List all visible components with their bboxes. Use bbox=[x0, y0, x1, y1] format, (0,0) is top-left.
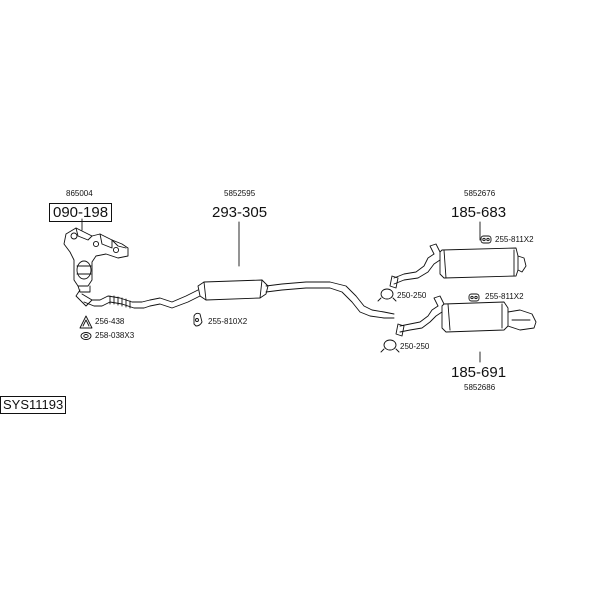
clamp-lower-label[interactable]: 250-250 bbox=[400, 342, 430, 351]
manifold-part-number[interactable]: 090-198 bbox=[49, 203, 113, 222]
ring-front-label[interactable]: 256-438 bbox=[95, 317, 125, 326]
rear-muffler-upper-part-number[interactable]: 185-683 bbox=[451, 204, 507, 221]
flex-pipe-drawing bbox=[75, 289, 201, 309]
rear-muffler-upper-ref: 5852676 bbox=[464, 189, 496, 198]
clamp-upper-icon bbox=[377, 288, 397, 302]
seal-front-icon bbox=[80, 332, 92, 340]
ring-front-icon bbox=[79, 315, 93, 329]
exhaust-manifold-drawing bbox=[63, 227, 129, 293]
clamp-upper-label[interactable]: 250-250 bbox=[397, 291, 427, 300]
front-pipe-ref: 5852595 bbox=[224, 189, 256, 198]
rear-muffler-lower-ref: 5852686 bbox=[464, 383, 496, 392]
rear-muffler-lower-drawing bbox=[395, 295, 537, 337]
front-pipe-drawing bbox=[197, 279, 395, 319]
hanger-upper-label[interactable]: 255-811X2 bbox=[495, 235, 534, 244]
hanger-lower-icon bbox=[468, 293, 480, 302]
manifold-ref: 865004 bbox=[66, 189, 93, 198]
hanger-lower-label[interactable]: 255-811X2 bbox=[485, 292, 524, 301]
seal-front-label[interactable]: 258-038X3 bbox=[95, 331, 135, 340]
hanger-upper-icon bbox=[480, 235, 492, 244]
hanger-front-label[interactable]: 255-810X2 bbox=[208, 317, 248, 326]
rear-muffler-upper-drawing bbox=[389, 243, 527, 289]
system-code-badge: SYS11193 bbox=[0, 396, 67, 415]
hanger-front-icon bbox=[193, 312, 203, 327]
front-pipe-part-number[interactable]: 293-305 bbox=[212, 204, 268, 221]
rear-muffler-lower-part-number[interactable]: 185-691 bbox=[451, 364, 507, 381]
clamp-lower-icon bbox=[380, 339, 400, 353]
